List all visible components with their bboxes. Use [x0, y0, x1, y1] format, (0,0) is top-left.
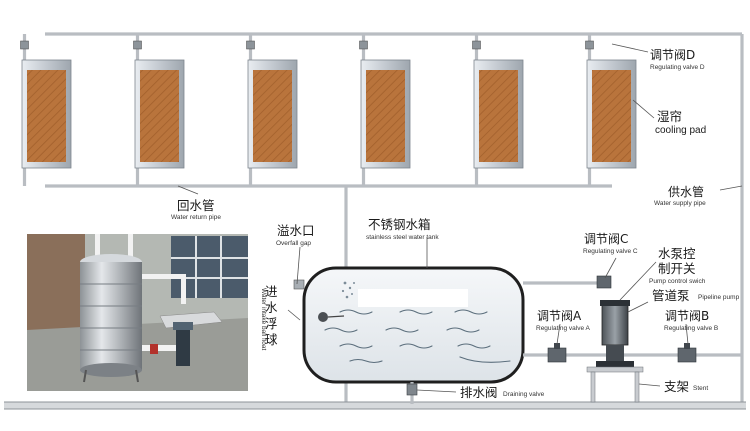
label-valve-a-en: Regulating valve A	[536, 325, 591, 332]
cooling-pad	[472, 34, 524, 186]
pad-media	[479, 70, 518, 162]
pad-valve	[585, 40, 594, 50]
label-stent-cn: 支架	[664, 379, 689, 394]
label-float-cn-2: 水	[265, 300, 278, 315]
label-pump-switch-cn-1: 水泵控	[658, 246, 696, 261]
ground-line	[4, 401, 746, 410]
label-drain-cn: 排水阀	[460, 385, 498, 400]
cooling-pad	[246, 34, 298, 186]
pad-media	[592, 70, 631, 162]
label-float-en: Water intake ball float	[260, 288, 267, 350]
label-drain-en: Draining valve	[503, 391, 545, 398]
label-return-pipe-cn: 回水管	[177, 198, 215, 213]
pad-valve	[20, 40, 29, 50]
label-supply-pipe-en: Water supply pipe	[654, 200, 706, 207]
stainless-steel-water-tank	[293, 266, 525, 384]
pad-valve	[133, 40, 142, 50]
regulating-valve-c	[523, 275, 612, 289]
pad-media	[366, 70, 405, 162]
label-stent-en: Stent	[693, 385, 708, 392]
label-valve-d-en: Regulating valve D	[650, 64, 705, 71]
draining-valve	[406, 382, 418, 404]
leader-lines	[177, 43, 743, 393]
label-valve-b-cn: 调节阀B	[665, 309, 709, 323]
label-cooling-pad-cn: 湿帘	[657, 109, 682, 124]
pad-valve	[472, 40, 481, 50]
label-valve-c-cn: 调节阀C	[584, 232, 628, 246]
label-return-pipe-en: Water return pipe	[171, 214, 221, 221]
pad-media	[140, 70, 179, 162]
label-float-cn-1: 进	[265, 284, 278, 299]
cooling-pad	[133, 34, 185, 186]
label-valve-a-cn: 调节阀A	[537, 309, 582, 323]
pad-media	[27, 70, 66, 162]
label-pump-switch-en: Pump control swich	[649, 278, 706, 285]
pipeline-pump	[596, 300, 634, 367]
label-pump-en: Pipeline pump	[698, 294, 740, 301]
label-overflow-en: Overfall gap	[276, 240, 311, 247]
pad-valve	[359, 40, 368, 50]
installation-photo	[27, 234, 248, 391]
top-supply-header-pipe	[45, 32, 744, 404]
label-valve-b-en: Regulating valve B	[664, 325, 718, 332]
label-overflow-cn: 溢水口	[277, 223, 315, 238]
cooling-pad	[20, 34, 72, 186]
pad-valve	[246, 40, 255, 50]
label-float-cn-3: 浮	[265, 316, 278, 331]
label-float: 进 水 浮 球 Water intake ball float	[260, 284, 278, 350]
label-tank-en: stainless steel water tank	[366, 234, 439, 241]
label-pump-switch-cn-2: 制开关	[658, 261, 696, 276]
label-pump-cn: 管道泵	[652, 288, 690, 303]
label-cooling-pad-en: cooling pad	[655, 125, 706, 136]
tank-outlet-pipe	[523, 343, 742, 363]
label-valve-c-en: Regulating valve C	[583, 248, 638, 255]
label-valve-d-cn: 调节阀D	[650, 48, 695, 62]
label-float-cn-4: 球	[265, 332, 278, 347]
pad-media	[253, 70, 292, 162]
cooling-pads	[20, 34, 637, 186]
cooling-pad	[359, 34, 411, 186]
label-supply-pipe-cn: 供水管	[668, 184, 704, 199]
pump-stent	[586, 366, 644, 403]
label-tank-cn: 不锈钢水箱	[368, 217, 431, 232]
cooling-pad	[585, 34, 637, 186]
